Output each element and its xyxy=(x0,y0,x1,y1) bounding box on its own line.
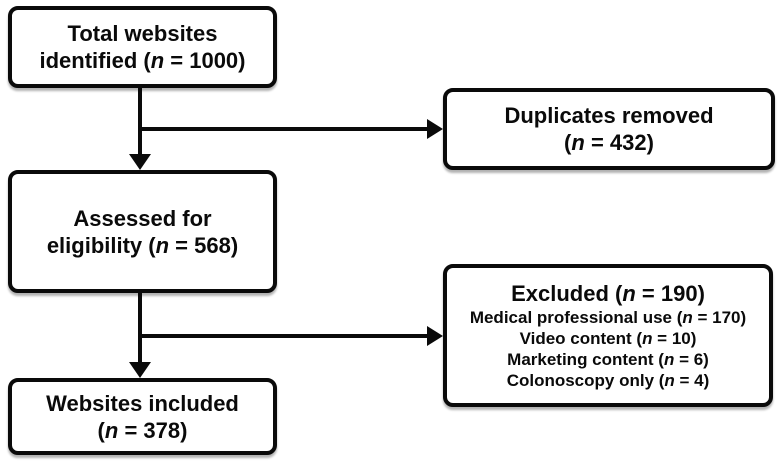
connector-to-duplicates xyxy=(138,127,428,131)
italic-n: n xyxy=(622,281,636,306)
text-segment: = 190) xyxy=(635,281,705,306)
text-segment: Total websites xyxy=(67,21,218,46)
text-segment: = 568) xyxy=(169,232,239,258)
text-segment: = 4) xyxy=(674,371,710,390)
arrow-right-icon xyxy=(427,326,443,346)
text-segment: Websites included xyxy=(46,390,239,416)
text-segment: = 432) xyxy=(584,130,654,155)
excluded-item-marketing-content: Marketing content (n = 6) xyxy=(507,349,709,370)
text-segment: Excluded ( xyxy=(511,281,623,306)
excluded-item-video-content: Video content (n = 10) xyxy=(520,328,697,349)
text-segment: = 170) xyxy=(692,308,747,327)
arrow-down-icon xyxy=(129,362,151,378)
italic-n: n xyxy=(155,232,170,258)
text-segment: Duplicates removed xyxy=(504,103,714,128)
excluded-item-colonoscopy-only: Colonoscopy only (n = 4) xyxy=(507,370,710,391)
box-excluded: Excluded (n = 190) Medical professional … xyxy=(443,264,773,407)
excluded-item-medical-professional-use: Medical professional use (n = 170) xyxy=(470,307,746,328)
text-segment: = 378) xyxy=(118,417,188,443)
excluded-heading: Excluded (n = 190) xyxy=(511,280,705,307)
box-text-line: eligibility (n = 568) xyxy=(47,232,238,259)
box-text-line: Duplicates removed xyxy=(504,102,713,129)
connector-assessed-to-included xyxy=(138,293,142,363)
text-segment: Medical professional use ( xyxy=(469,308,683,327)
text-segment: Colonoscopy only ( xyxy=(506,371,665,390)
italic-n: n xyxy=(571,130,585,155)
text-segment: Assessed for xyxy=(73,205,212,231)
box-duplicates-removed: Duplicates removed (n = 432) xyxy=(443,88,775,170)
box-text-line: (n = 432) xyxy=(564,129,654,156)
box-text-line: Total websites xyxy=(68,20,218,47)
arrow-down-icon xyxy=(129,154,151,170)
box-total-websites-identified: Total websites identified (n = 1000) xyxy=(8,6,277,88)
italic-n: n xyxy=(104,417,119,443)
italic-n: n xyxy=(150,48,165,73)
italic-n: n xyxy=(642,329,653,348)
text-segment: identified ( xyxy=(39,48,151,73)
connector-to-excluded xyxy=(138,334,428,338)
italic-n: n xyxy=(664,371,675,390)
box-text-line: (n = 378) xyxy=(98,417,188,444)
text-segment: Video content ( xyxy=(519,329,643,348)
connector-total-to-assessed xyxy=(138,88,142,155)
box-text-line: identified (n = 1000) xyxy=(39,47,245,74)
text-segment: = 10) xyxy=(652,329,697,348)
text-segment: = 6) xyxy=(674,350,709,369)
italic-n: n xyxy=(682,308,693,327)
arrow-right-icon xyxy=(427,119,443,139)
box-text-line: Assessed for xyxy=(73,205,211,232)
text-segment: eligibility ( xyxy=(46,232,156,258)
text-segment: ( xyxy=(564,130,572,155)
box-websites-included: Websites included (n = 378) xyxy=(8,378,277,455)
text-segment: ( xyxy=(97,417,105,443)
box-assessed-for-eligibility: Assessed for eligibility (n = 568) xyxy=(8,170,277,293)
box-text-line: Websites included xyxy=(46,390,239,417)
text-segment: Marketing content ( xyxy=(507,350,664,369)
italic-n: n xyxy=(663,350,675,369)
text-segment: = 1000) xyxy=(164,48,246,73)
